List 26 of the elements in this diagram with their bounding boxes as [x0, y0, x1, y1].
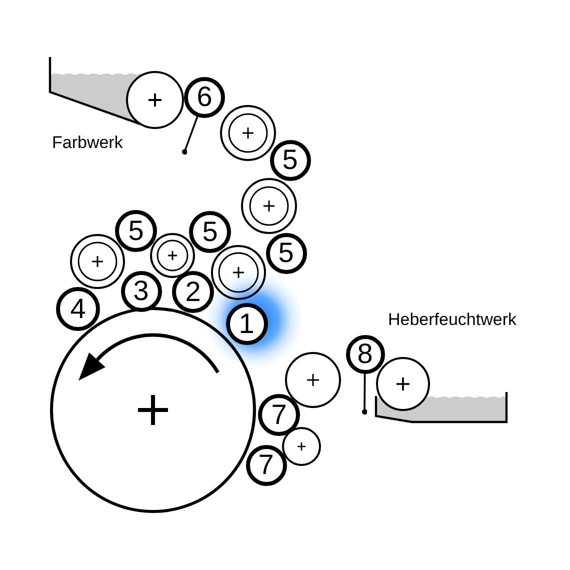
section-label: Heberfeuchtwerk: [388, 310, 517, 330]
roller: [282, 427, 321, 466]
callout-number: 8: [346, 334, 384, 374]
roller: [285, 352, 341, 408]
pivot-dot: [182, 149, 188, 155]
callout-number: 4: [56, 287, 100, 331]
roller: [70, 234, 124, 289]
leader-line: [184, 116, 198, 150]
roller: [150, 232, 195, 278]
callout-number: 5: [115, 210, 157, 252]
roller: [220, 105, 276, 161]
callout-number: 7: [258, 394, 300, 436]
roller: [241, 178, 297, 234]
roller: [376, 356, 430, 410]
callout-number: 5: [189, 211, 231, 253]
callout-number: 2: [172, 271, 214, 313]
callout-number: 5: [270, 140, 310, 180]
callout-number: 7: [246, 444, 286, 486]
roller: [126, 71, 184, 129]
section-label: Farbwerk: [52, 133, 123, 153]
callout-number: 6: [184, 76, 225, 118]
roller: [210, 244, 266, 300]
callout-number: 3: [120, 270, 162, 312]
callout-number: 5: [266, 232, 306, 274]
pivot-dot: [362, 409, 368, 415]
leader-line: [364, 374, 366, 410]
